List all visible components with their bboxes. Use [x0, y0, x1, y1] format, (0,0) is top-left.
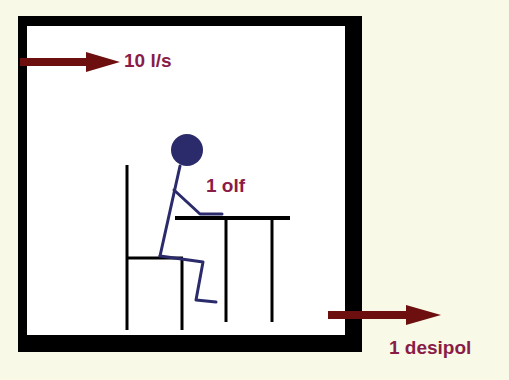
outflow-arrow: [328, 305, 441, 325]
pollution-source: 1 olf: [206, 176, 245, 197]
room-interior: [27, 26, 345, 335]
person-head: [171, 134, 203, 166]
air-quality: 1 desipol: [389, 338, 471, 359]
airflow-rate: 10 l/s: [124, 51, 172, 72]
room-wall: [18, 16, 362, 352]
inflow-arrow: [20, 52, 120, 72]
table: [175, 218, 290, 322]
